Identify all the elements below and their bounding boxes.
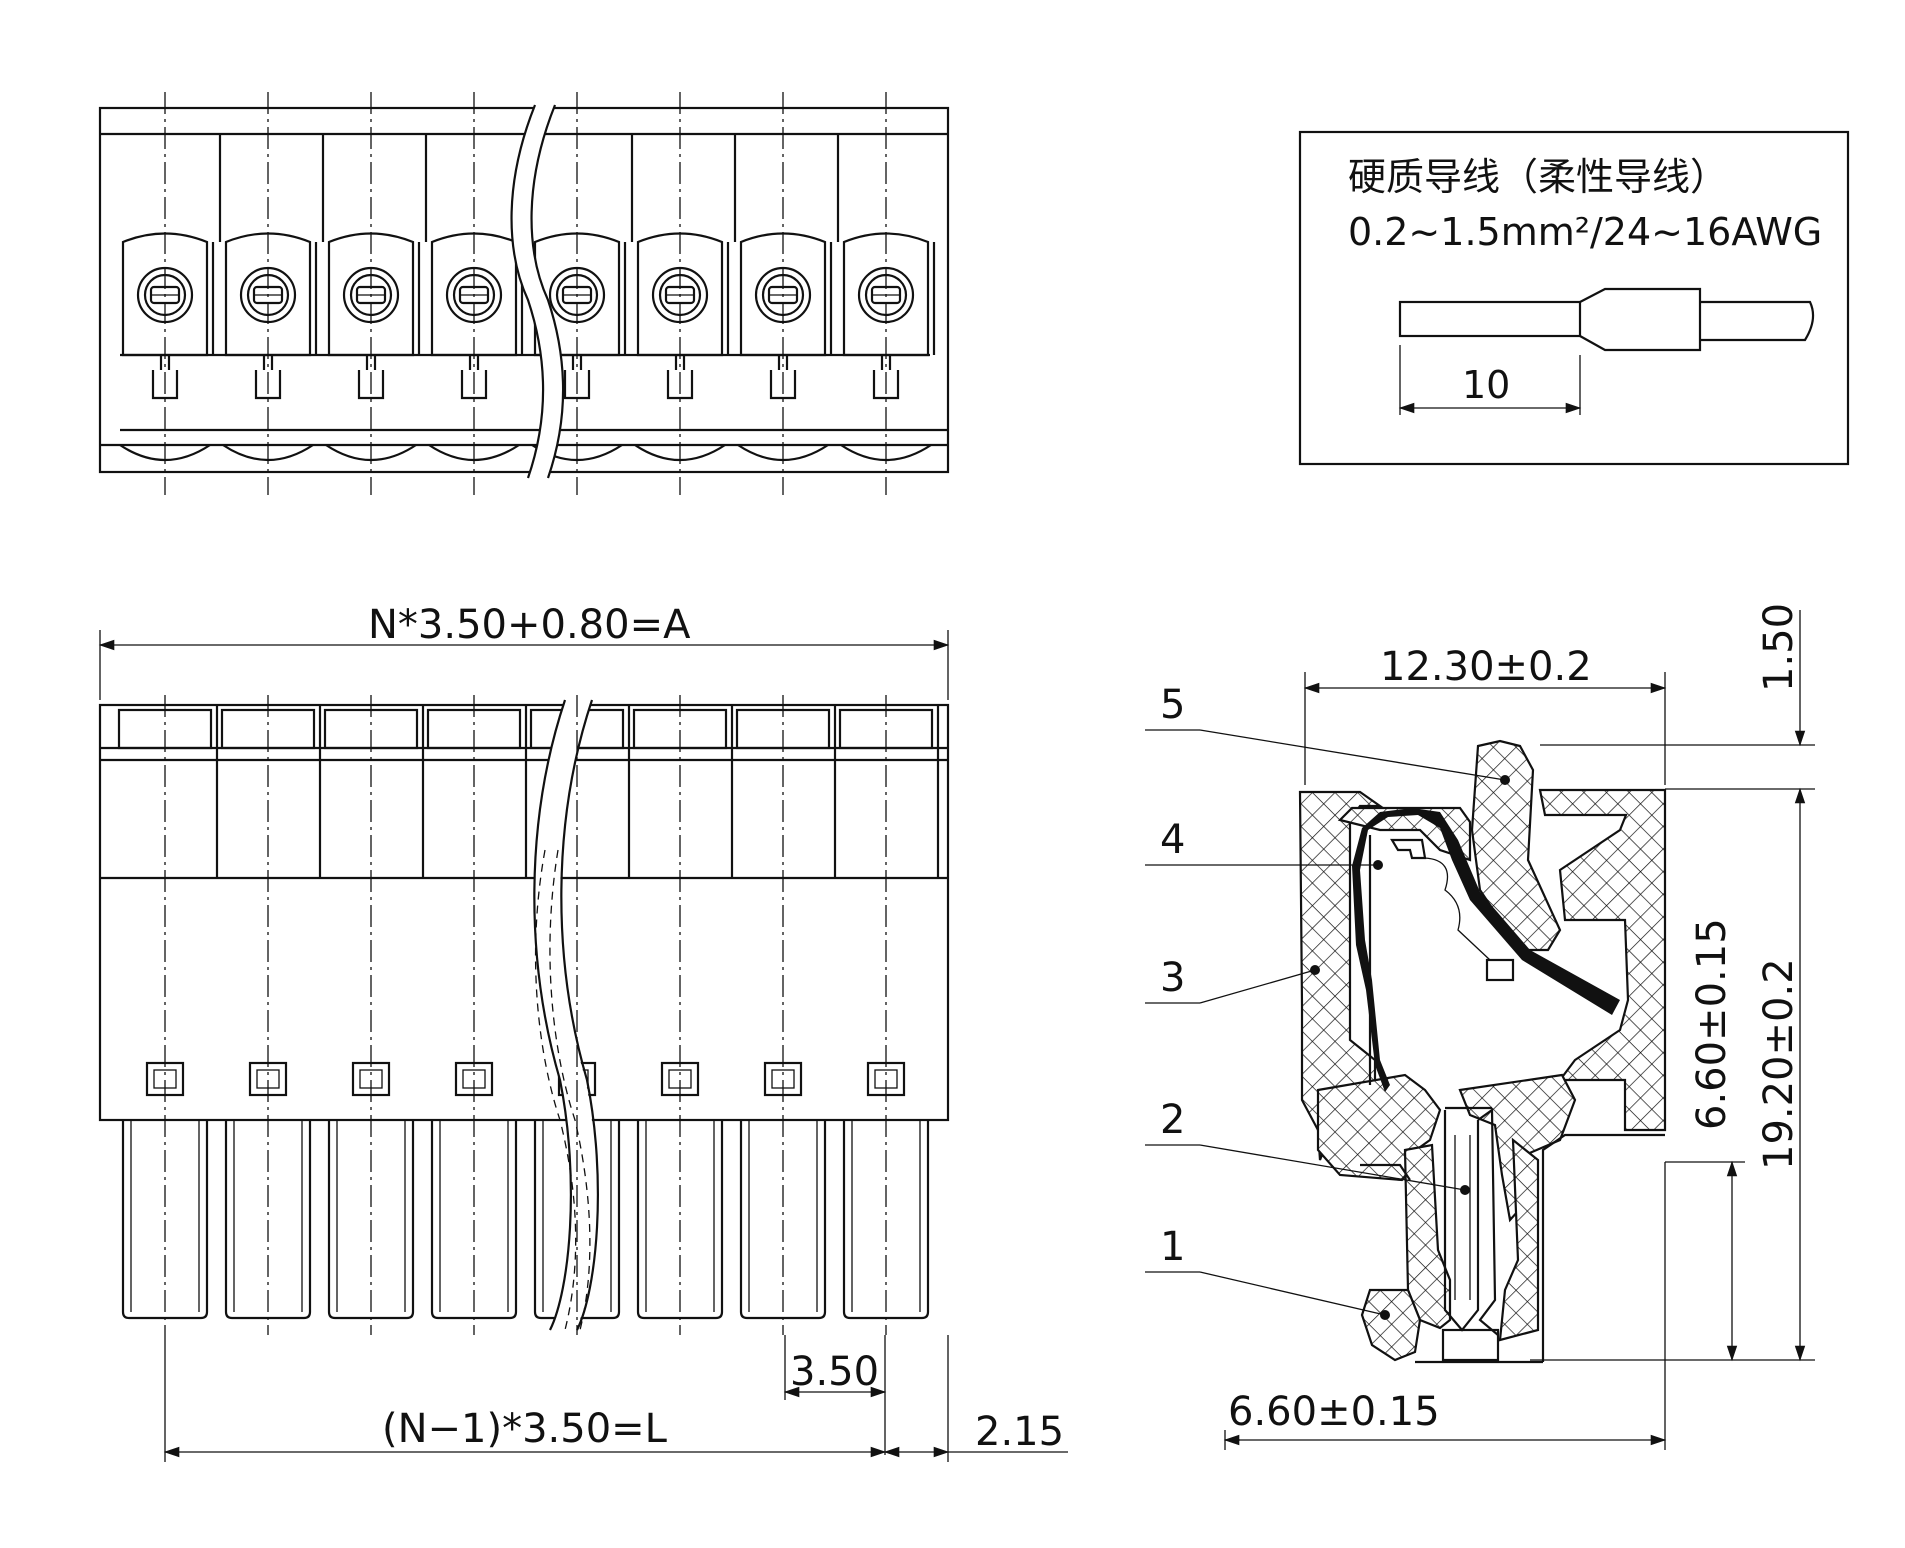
top-view xyxy=(98,92,950,495)
screw-terminal xyxy=(737,134,840,461)
screw-terminal xyxy=(634,134,737,461)
pole-cell xyxy=(117,705,219,1097)
pole-cell xyxy=(323,705,425,1097)
pole-cell xyxy=(220,705,322,1097)
part-leader-5: 5 xyxy=(1145,682,1510,785)
strip-length-label: 10 xyxy=(1462,363,1510,407)
dim-top-offset: 1.50 xyxy=(1756,603,1802,692)
pin-leg xyxy=(739,1120,827,1320)
part-number: 5 xyxy=(1160,682,1185,728)
dim-pitch: 3.50 xyxy=(790,1349,879,1395)
wire-spec-box: 硬质导线（柔性导线） 0.2~1.5mm²/24~16AWG 10 xyxy=(1298,130,1850,466)
dim-total-width: N*3.50+0.80=A xyxy=(368,602,691,648)
part-leader-3: 3 xyxy=(1145,955,1320,1004)
screw-terminal xyxy=(222,134,325,461)
pole-cell xyxy=(838,705,940,1097)
pin-leg xyxy=(842,1120,930,1320)
front-view: N*3.50+0.80=A 3.50 (N−1)*3.50=L 2.15 xyxy=(98,602,1068,1462)
pin-leg xyxy=(327,1120,415,1320)
section-view: 12.30±0.2 1.50 19.20±0.2 6.60±0.15 6.60±… xyxy=(1145,603,1815,1450)
part-leader-4: 4 xyxy=(1145,817,1383,870)
dim-height-mid: 6.60±0.15 xyxy=(1689,918,1735,1130)
screw-terminal xyxy=(840,232,936,461)
part-number: 3 xyxy=(1160,955,1185,1001)
part-number: 2 xyxy=(1160,1097,1185,1143)
dim-width-bottom: 6.60±0.15 xyxy=(1228,1389,1440,1435)
wire-spec-range: 0.2~1.5mm²/24~16AWG xyxy=(1348,210,1822,254)
pole-cell xyxy=(632,705,734,1097)
part-leader-2: 2 xyxy=(1145,1097,1470,1195)
dim-span: (N−1)*3.50=L xyxy=(382,1406,668,1452)
dim-width-top: 12.30±0.2 xyxy=(1380,644,1592,690)
pin-leg xyxy=(636,1120,724,1320)
pin-leg xyxy=(121,1120,209,1320)
wire-spec-title: 硬质导线（柔性导线） xyxy=(1348,155,1728,199)
part-number: 1 xyxy=(1160,1224,1185,1270)
pole-cell xyxy=(426,705,528,1097)
screw-terminal xyxy=(119,134,222,461)
pin-leg xyxy=(430,1120,518,1320)
dim-end: 2.15 xyxy=(975,1409,1064,1455)
pin-leg xyxy=(224,1120,312,1320)
part-leader-1: 1 xyxy=(1145,1224,1390,1320)
screw-terminal xyxy=(325,134,428,461)
pole-cell xyxy=(735,705,837,1097)
part-number: 4 xyxy=(1160,817,1185,863)
dim-height-total: 19.20±0.2 xyxy=(1756,958,1802,1170)
